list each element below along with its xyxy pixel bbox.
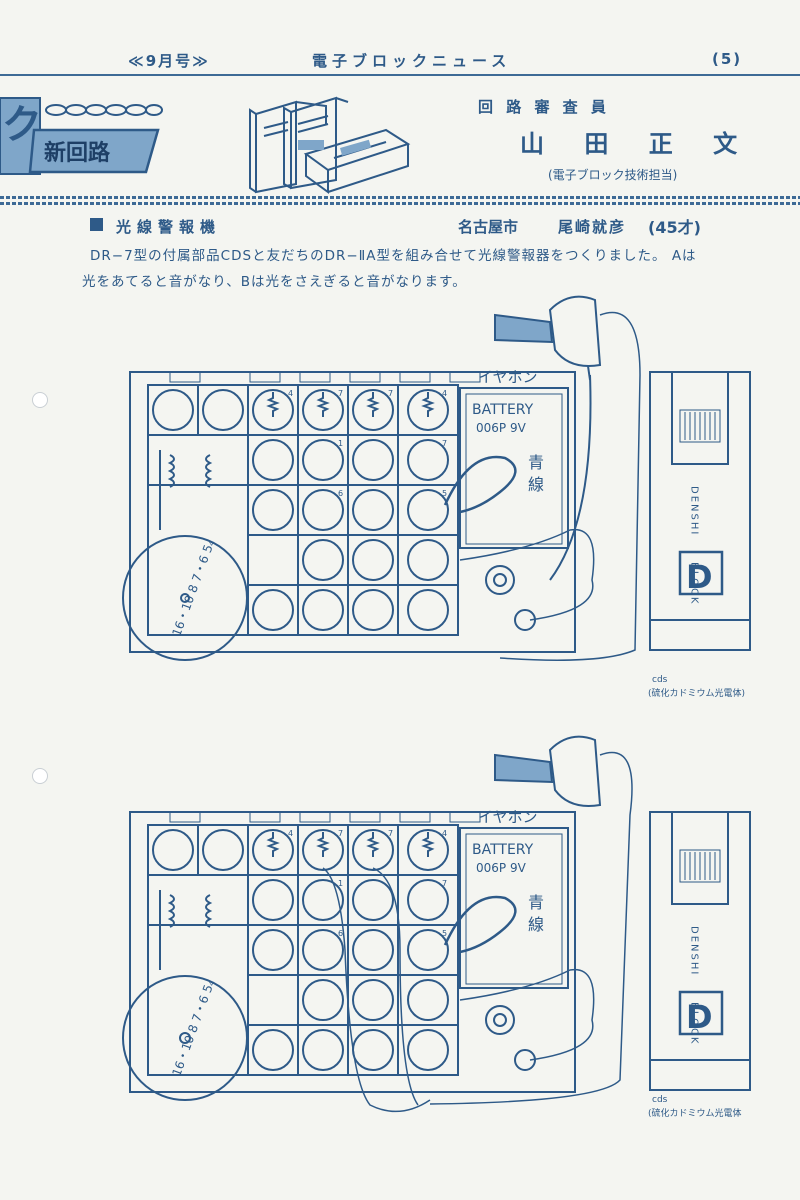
section-square-icon bbox=[90, 218, 103, 231]
denshi-logo-b: D bbox=[686, 998, 713, 1036]
newsletter-title: 電子ブロックニュース bbox=[312, 52, 512, 70]
earphone-icon bbox=[494, 313, 554, 344]
cds-label-b: cds bbox=[652, 1095, 668, 1105]
wire-label-1: 青 bbox=[528, 453, 544, 472]
reviewer-role: 回 路 審 査 員 bbox=[478, 98, 610, 116]
article-body-line-1: DR−7型の付属部品CDSと友だちのDR−ⅡA型を組み合せて光線警報器をつくりま… bbox=[90, 248, 697, 264]
author-name: 尾崎就彦 bbox=[558, 218, 627, 236]
divider-rule-1 bbox=[0, 196, 800, 199]
earphone-icon-b bbox=[494, 753, 554, 784]
dial-digits-b: 16・10 8 7・6 5₄ bbox=[169, 978, 217, 1078]
circuit-diagram-b: イヤホン BATTERY 006P 9V 青 線 DENSHI BLOCK D … bbox=[122, 735, 751, 1119]
svg-text:7: 7 bbox=[388, 389, 393, 398]
new-circuit-banner: ク 新回路 bbox=[0, 97, 163, 175]
block-label: BLOCK bbox=[689, 562, 700, 606]
svg-text:7: 7 bbox=[338, 389, 343, 398]
cds-note: (硫化カドミウム光電体) bbox=[648, 687, 745, 699]
denshi-label: DENSHI bbox=[689, 486, 700, 536]
svg-text:1: 1 bbox=[338, 879, 343, 888]
reviewer-name: 山 田 正 文 bbox=[520, 130, 754, 158]
circuit-diagram-a: イヤホン BATTERY 006P 9V 青 線 DENSHI BLOCK D … bbox=[122, 295, 751, 699]
svg-text:4: 4 bbox=[288, 389, 293, 398]
author-city: 名古屋市 bbox=[458, 218, 519, 236]
books-illustration bbox=[249, 96, 411, 194]
denshi-logo: D bbox=[686, 558, 713, 596]
battery-label-1: BATTERY bbox=[472, 402, 534, 418]
svg-text:5: 5 bbox=[442, 929, 447, 938]
battery-label-2: 006P 9V bbox=[476, 421, 527, 435]
cds-note-b: (硫化カドミウム光電体 bbox=[648, 1107, 742, 1119]
punch-hole-top bbox=[32, 392, 48, 408]
issue-label: ≪9月号≫ bbox=[128, 52, 210, 70]
header-rule bbox=[0, 74, 800, 76]
svg-text:6: 6 bbox=[338, 929, 343, 938]
author-age: (45才) bbox=[648, 218, 701, 237]
earphone-label: イヤホン bbox=[478, 368, 538, 386]
banner-label: 新回路 bbox=[44, 140, 111, 166]
article-body-line-2: 光をあてると音がなり、Bは光をさえぎると音がなります。 bbox=[82, 274, 467, 290]
svg-text:4: 4 bbox=[442, 389, 447, 398]
svg-text:7: 7 bbox=[442, 879, 447, 888]
svg-text:1: 1 bbox=[338, 439, 343, 448]
earphone-label-b: イヤホン bbox=[478, 808, 538, 826]
block-label-b: BLOCK bbox=[689, 1002, 700, 1046]
wire-label-2: 線 bbox=[528, 475, 544, 494]
cds-label: cds bbox=[652, 675, 668, 685]
reviewer-note: (電子ブロック技術担当) bbox=[548, 168, 678, 182]
battery-label-2-b: 006P 9V bbox=[476, 861, 527, 875]
svg-text:7: 7 bbox=[388, 829, 393, 838]
wire-label-1-b: 青 bbox=[528, 893, 544, 912]
svg-text:6: 6 bbox=[338, 489, 343, 498]
svg-text:4: 4 bbox=[442, 829, 447, 838]
page-number: (5) bbox=[712, 50, 743, 68]
svg-text:5: 5 bbox=[442, 489, 447, 498]
wire-label-2-b: 線 bbox=[528, 915, 544, 934]
svg-text:4: 4 bbox=[288, 829, 293, 838]
divider-rule-2 bbox=[0, 202, 800, 205]
punch-hole-bottom bbox=[32, 768, 48, 784]
svg-text:7: 7 bbox=[442, 439, 447, 448]
article-title: 光線警報機 bbox=[116, 218, 222, 236]
dial-digits: 16・10 8 7・6 5₄ bbox=[169, 538, 217, 638]
svg-text:7: 7 bbox=[338, 829, 343, 838]
battery-label-1-b: BATTERY bbox=[472, 842, 534, 858]
denshi-label-b: DENSHI bbox=[689, 926, 700, 976]
